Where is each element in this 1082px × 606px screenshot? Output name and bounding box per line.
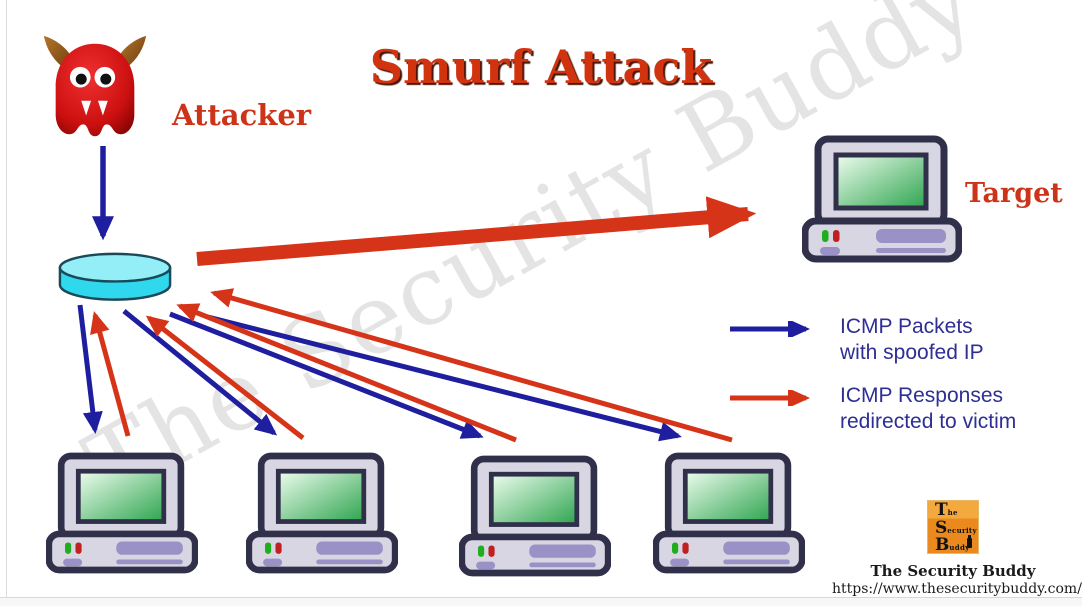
- branding-block: The Security Buddy The Security Buddy ht…: [832, 500, 1082, 597]
- icmp-response-arrow-3: [176, 303, 517, 443]
- victim-computer-1: [46, 452, 198, 574]
- legend-line: ICMP Responses: [840, 384, 1004, 407]
- icmp-packet-arrow-4: [207, 314, 682, 442]
- logo-bottle-icon: [967, 535, 972, 548]
- left-edge-line: [6, 0, 7, 606]
- logo-letter: B: [935, 535, 950, 555]
- brand-name: The Security Buddy: [870, 562, 1036, 580]
- legend-row-icmp-packets: ICMP Packets with spoofed IP: [726, 314, 1016, 366]
- legend-label-icmp-packets: ICMP Packets with spoofed IP: [840, 314, 984, 366]
- icmp-packet-arrow-3: [169, 311, 484, 439]
- victim-computer-3: [459, 455, 611, 577]
- bottom-margin: [0, 598, 1082, 606]
- network-disk-icon: [58, 252, 172, 301]
- icmp-packet-arrow-1: [77, 304, 103, 434]
- icmp-response-arrow-4: [210, 288, 733, 443]
- logo-letter-small: he: [947, 508, 958, 517]
- legend-blue-arrow-icon: [730, 321, 811, 337]
- brand-url: https://www.thesecuritybuddy.com/: [832, 581, 1082, 597]
- diagram-title: Smurf Attack: [369, 40, 713, 94]
- logo-letter-small: ecurity: [947, 525, 977, 535]
- target-computer-icon: [802, 135, 962, 263]
- victim-computer-4: [653, 452, 805, 574]
- attacker-devil-icon: [43, 35, 147, 137]
- logo-letter-small: uddy: [949, 543, 970, 552]
- legend: ICMP Packets with spoofed IP ICMP Respon…: [726, 314, 1016, 435]
- attacker-label: Attacker: [172, 98, 312, 132]
- legend-red-arrow-icon: [730, 390, 811, 406]
- legend-label-icmp-responses: ICMP Responses redirected to victim: [840, 383, 1016, 435]
- legend-line: with spoofed IP: [840, 341, 984, 364]
- logo-letter: S: [935, 517, 948, 538]
- bottom-edge-line: [0, 597, 1082, 598]
- icmp-response-arrow-2: [145, 315, 305, 440]
- icmp-response-arrow-1: [90, 311, 131, 437]
- logo-letter: T: [935, 500, 948, 520]
- target-label: Target: [965, 178, 1063, 209]
- legend-row-icmp-responses: ICMP Responses redirected to victim: [726, 383, 1016, 435]
- victim-computer-2: [246, 452, 398, 574]
- network-to-target-arrow: [196, 196, 757, 266]
- security-buddy-logo: The Security Buddy: [927, 500, 979, 554]
- legend-line: ICMP Packets: [840, 315, 973, 338]
- legend-line: redirected to victim: [840, 410, 1017, 433]
